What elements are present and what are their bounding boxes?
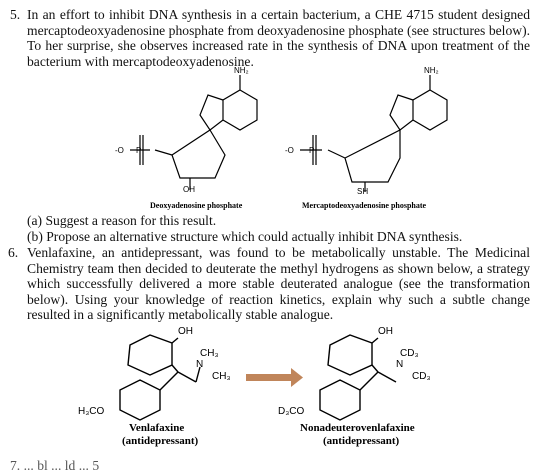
cd3-label: CD₃: [412, 371, 431, 382]
mercaptodeoxyadenosine-phosphate-structure: [300, 75, 448, 192]
o-minus-label: ‑O: [115, 146, 124, 155]
o-minus-label: ‑O: [285, 146, 294, 155]
question-text: Venlafaxine, an antidepressant, was foun…: [27, 245, 530, 323]
part-b: (b) Propose an alternative structure whi…: [27, 229, 463, 244]
oh-label: OH: [378, 326, 393, 337]
right-caption: Mercaptodeoxyadenosine phosphate: [302, 201, 427, 210]
h3co-label: H₃CO: [78, 406, 105, 417]
footer-cutoff: 7. ... bl ... ld ... 5: [10, 458, 100, 473]
question-text: In an effort to inhibit DNA synthesis in…: [27, 7, 530, 69]
venlafaxine-structure: [119, 334, 201, 421]
d3co-label: D₃CO: [278, 406, 305, 417]
question-number: 6.: [8, 245, 19, 260]
nonadeuterovenlafaxine-structure: [319, 334, 397, 421]
sh-label: SH: [357, 187, 368, 196]
reaction-arrow-head: [291, 368, 303, 387]
left-sub: (antidepressant): [122, 435, 199, 447]
question-5: 5. In an effort to inhibit DNA synthesis…: [10, 7, 530, 69]
n-label: N: [396, 359, 403, 370]
right-sub: (antidepressant): [323, 435, 400, 447]
oh-label: OH: [178, 326, 193, 337]
left-caption: Deoxyadenosine phosphate: [150, 201, 243, 210]
nh2-label: NH₂: [234, 66, 249, 75]
question-number: 5.: [10, 7, 21, 22]
nh2-label: NH₂: [424, 66, 439, 75]
p-label: P: [309, 146, 314, 155]
ch3-label: CH₃: [200, 348, 219, 359]
p-label: P: [136, 146, 141, 155]
question-6: 6. Venlafaxine, an antidepressant, was f…: [8, 245, 530, 323]
cd3-label: CD₃: [400, 348, 419, 359]
reaction-arrow-shaft: [246, 374, 291, 381]
left-name: Venlafaxine: [129, 422, 184, 434]
part-a: (a) Suggest a reason for this result.: [27, 213, 217, 228]
deoxyadenosine-phosphate-structure: [130, 75, 258, 190]
ch3-label: CH₃: [212, 371, 231, 382]
oh-label: OH: [183, 185, 195, 194]
n-label: N: [196, 359, 203, 370]
right-name: Nonadeuterovenlafaxine: [300, 422, 415, 434]
